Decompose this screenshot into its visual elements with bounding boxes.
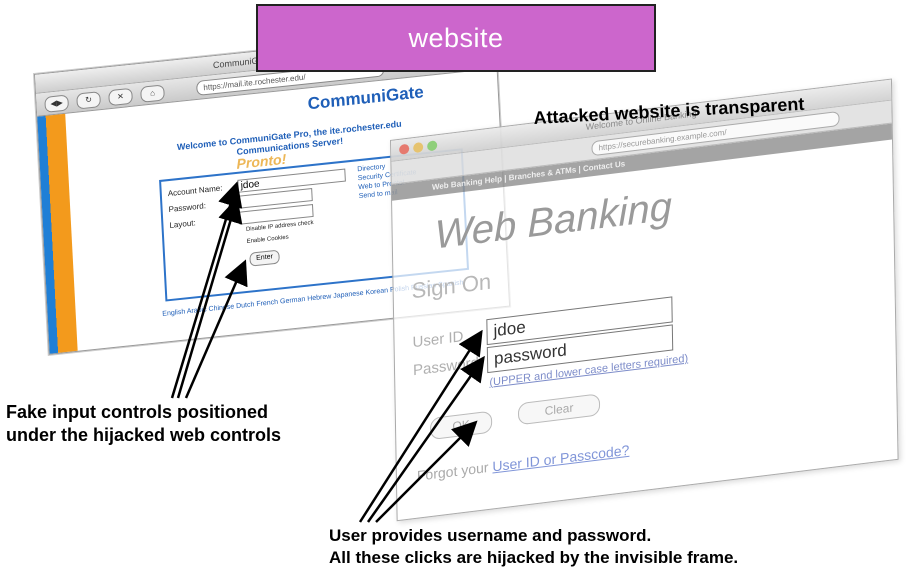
close-icon[interactable] — [399, 143, 410, 155]
side-color-bar — [37, 113, 78, 354]
back-arrow-icon[interactable]: ◀▶ — [44, 94, 70, 113]
checkbox-cookies-label[interactable]: Enable Cookies — [246, 234, 289, 245]
clear-button[interactable]: Clear — [517, 393, 601, 426]
forgot-prefix: Forgot your — [416, 458, 489, 484]
forgot-link[interactable]: User ID or Passcode? — [492, 441, 630, 475]
ok-button[interactable]: OK — [429, 410, 493, 441]
transparent-website-window: Welcome to Online Banking https://secure… — [390, 78, 899, 522]
password-label: Password: — [168, 201, 207, 215]
fake-controls-caption-line1: Fake input controls positioned — [6, 402, 269, 422]
user-caption-line2: All these clicks are hijacked by the inv… — [329, 548, 739, 567]
minimize-icon[interactable] — [413, 141, 424, 154]
password-label: Password — [412, 354, 480, 380]
fake-controls-caption-line2: under the hijacked web controls — [6, 425, 282, 445]
web-banking-heading: Web Banking — [434, 184, 673, 258]
website-banner: website — [256, 4, 656, 72]
home-icon[interactable]: ⌂ — [140, 84, 165, 103]
user-id-label: User ID — [412, 328, 464, 352]
stop-icon[interactable]: ✕ — [108, 87, 133, 107]
user-caption-line1: User provides username and password. — [329, 526, 652, 545]
layout-label: Layout: — [169, 218, 196, 231]
communigate-logo: CommuniGate — [307, 82, 425, 114]
forgot-text: Forgot your User ID or Passcode? — [417, 442, 630, 484]
reload-icon[interactable]: ↻ — [76, 91, 102, 110]
sign-on-heading: Sign On — [411, 268, 492, 304]
account-label: Account Name: — [167, 183, 223, 199]
enter-button[interactable]: Enter — [249, 249, 280, 267]
zoom-icon[interactable] — [427, 140, 438, 152]
